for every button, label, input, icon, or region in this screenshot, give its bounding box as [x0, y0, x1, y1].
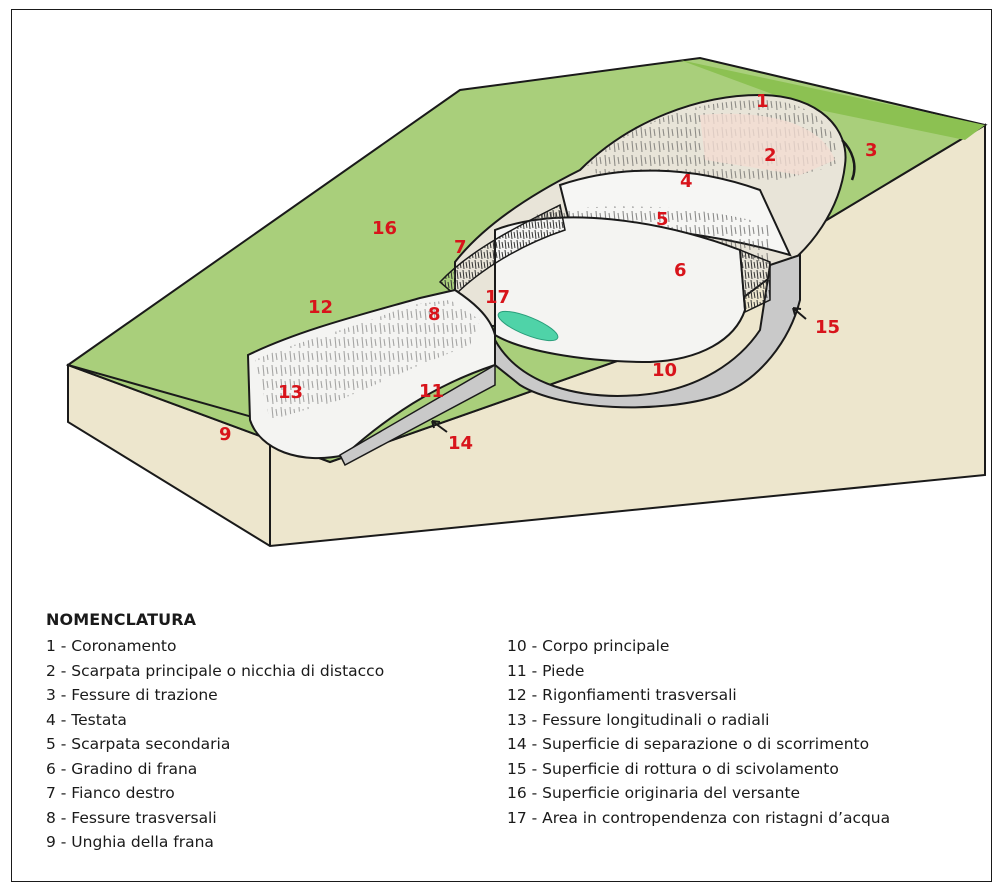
legend-item: 2 - Scarpata principale o nicchia di dis… [46, 659, 384, 684]
callout-16: 16 [372, 218, 397, 239]
legend-item: 16 - Superficie originaria del versante [507, 781, 890, 806]
callout-15: 15 [815, 317, 840, 338]
callout-1: 1 [756, 91, 769, 112]
callout-17: 17 [485, 287, 510, 308]
legend: NOMENCLATURA 1 - Coronamento 2 - Scarpat… [46, 600, 976, 880]
callout-13: 13 [278, 382, 303, 403]
legend-column-right: 10 - Corpo principale 11 - Piede 12 - Ri… [507, 634, 890, 830]
legend-item: 14 - Superficie di separazione o di scor… [507, 732, 890, 757]
legend-item: 11 - Piede [507, 659, 890, 684]
callout-14: 14 [448, 433, 473, 454]
legend-item: 15 - Superficie di rottura o di scivolam… [507, 757, 890, 782]
legend-item: 1 - Coronamento [46, 634, 384, 659]
callout-9: 9 [219, 424, 232, 445]
legend-item: 3 - Fessure di trazione [46, 683, 384, 708]
legend-item: 4 - Testata [46, 708, 384, 733]
legend-item: 9 - Unghia della frana [46, 830, 384, 855]
legend-item: 8 - Fessure trasversali [46, 806, 384, 831]
callout-7: 7 [454, 237, 467, 258]
legend-item: 6 - Gradino di frana [46, 757, 384, 782]
callout-6: 6 [674, 260, 687, 281]
callout-2: 2 [764, 145, 777, 166]
landslide-block-diagram: 1 2 3 4 5 6 7 8 9 10 11 12 13 14 15 16 1… [0, 0, 1005, 600]
callout-11: 11 [419, 381, 444, 402]
callout-3: 3 [865, 140, 878, 161]
legend-item: 5 - Scarpata secondaria [46, 732, 384, 757]
legend-item: 10 - Corpo principale [507, 634, 890, 659]
callout-8: 8 [428, 304, 441, 325]
legend-item: 17 - Area in contropendenza con ristagni… [507, 806, 890, 831]
callout-5: 5 [656, 209, 669, 230]
legend-item: 7 - Fianco destro [46, 781, 384, 806]
callout-10: 10 [652, 360, 677, 381]
legend-item: 12 - Rigonfiamenti trasversali [507, 683, 890, 708]
callout-4: 4 [680, 171, 693, 192]
legend-item: 13 - Fessure longitudinali o radiali [507, 708, 890, 733]
callout-12: 12 [308, 297, 333, 318]
legend-column-left: 1 - Coronamento 2 - Scarpata principale … [46, 634, 384, 855]
legend-title: NOMENCLATURA [46, 610, 196, 629]
